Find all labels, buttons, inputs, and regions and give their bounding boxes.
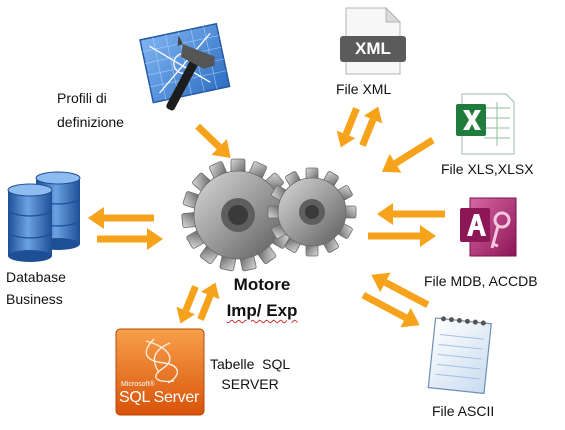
xml-file-icon xyxy=(340,6,406,75)
xml-icon-text: XML xyxy=(355,39,391,58)
gears-icon xyxy=(181,158,357,272)
arrow-engine-to-ascii xyxy=(361,292,420,328)
sql-label-line2: SERVER xyxy=(221,376,279,392)
xml-label: File XML xyxy=(336,81,392,97)
arrow-ascii-to-engine xyxy=(371,272,430,308)
arrow-engine-to-database xyxy=(88,207,154,229)
sql-server-icon xyxy=(115,328,205,416)
excel-icon xyxy=(456,93,515,155)
arrow-sql-to-engine xyxy=(197,282,220,321)
arrow-database-to-engine xyxy=(97,228,163,250)
sql-logo-small-text: Microsoft® xyxy=(121,381,155,388)
engine-label-line2-text: Imp/ Exp xyxy=(226,301,298,320)
arrows xyxy=(88,106,445,328)
database-label-line2: Business xyxy=(6,291,63,307)
arrow-xls-to-engine xyxy=(381,137,435,173)
xls-label: File XLS,XLSX xyxy=(441,161,534,177)
access-icon xyxy=(460,197,517,257)
arrow-engine-to-xml xyxy=(359,106,383,147)
arrow-engine-to-mdb xyxy=(368,225,436,247)
ascii-label: File ASCII xyxy=(432,403,495,419)
database-label: Database Business xyxy=(6,266,66,310)
profili-label-line2: definizione xyxy=(57,114,124,130)
database-icon xyxy=(7,171,81,262)
sql-logo-text: SQL Server xyxy=(119,389,199,406)
notepad-icon xyxy=(427,316,492,395)
engine-label: Motore Imp/ Exp xyxy=(207,272,317,324)
profili-label-line1: Profili di xyxy=(57,90,107,106)
arrow-profili-to-engine xyxy=(195,123,231,159)
arrow-mdb-to-engine xyxy=(377,203,445,225)
sql-label-line1: Tabelle SQL xyxy=(210,356,291,372)
arrow-xml-to-engine xyxy=(336,107,360,148)
database-label-line1: Database xyxy=(6,269,66,285)
engine-label-line1: Motore xyxy=(233,275,291,294)
mdb-label: File MDB, ACCDB xyxy=(424,273,538,289)
sql-label: Tabelle SQL SERVER xyxy=(210,354,290,394)
arrow-engine-to-sql xyxy=(176,285,199,324)
engine-label-line2: Imp/ Exp xyxy=(207,298,317,324)
hammer-icon xyxy=(166,35,215,111)
blueprint-hammer-icon xyxy=(139,22,231,104)
profili-label: Profili di definizione xyxy=(57,86,124,134)
